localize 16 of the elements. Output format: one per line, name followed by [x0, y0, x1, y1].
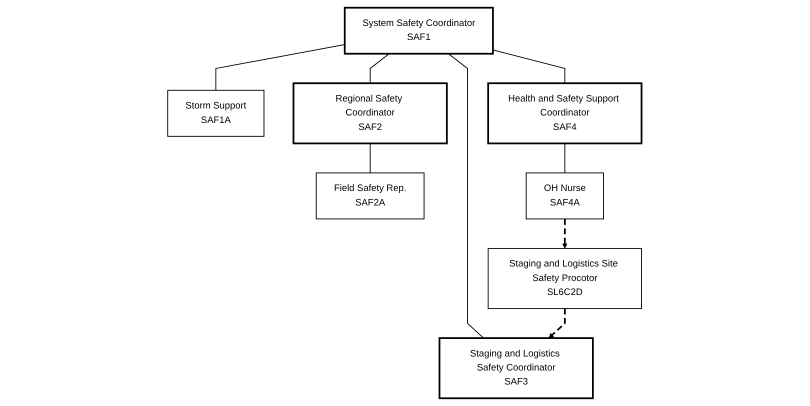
- connector: [448, 53, 484, 339]
- node-box: Field Safety Rep. SAF2A: [316, 172, 425, 220]
- node-box: Staging and Logistics Site Safety Procotor SL6C2D: [488, 248, 642, 310]
- connector: [370, 53, 390, 84]
- connector: [492, 49, 566, 84]
- node-box: OH Nurse SAF4A: [526, 172, 604, 220]
- connector: [564, 142, 566, 174]
- node-box: Staging and Logistics Safety Coordinator SAF3: [438, 337, 594, 400]
- node-box: Health and Safety Support Coordinator SAF4: [488, 82, 643, 144]
- connector: [370, 142, 371, 174]
- arrow: [562, 218, 568, 249]
- node-box: Storm Support SAF1A: [168, 90, 265, 137]
- node-box: System Safety Coordinator SAF1: [344, 6, 494, 55]
- arrow: [548, 308, 566, 338]
- connector: [216, 44, 346, 91]
- node-box: Regional Safety Coordinator SAF2: [292, 82, 448, 144]
